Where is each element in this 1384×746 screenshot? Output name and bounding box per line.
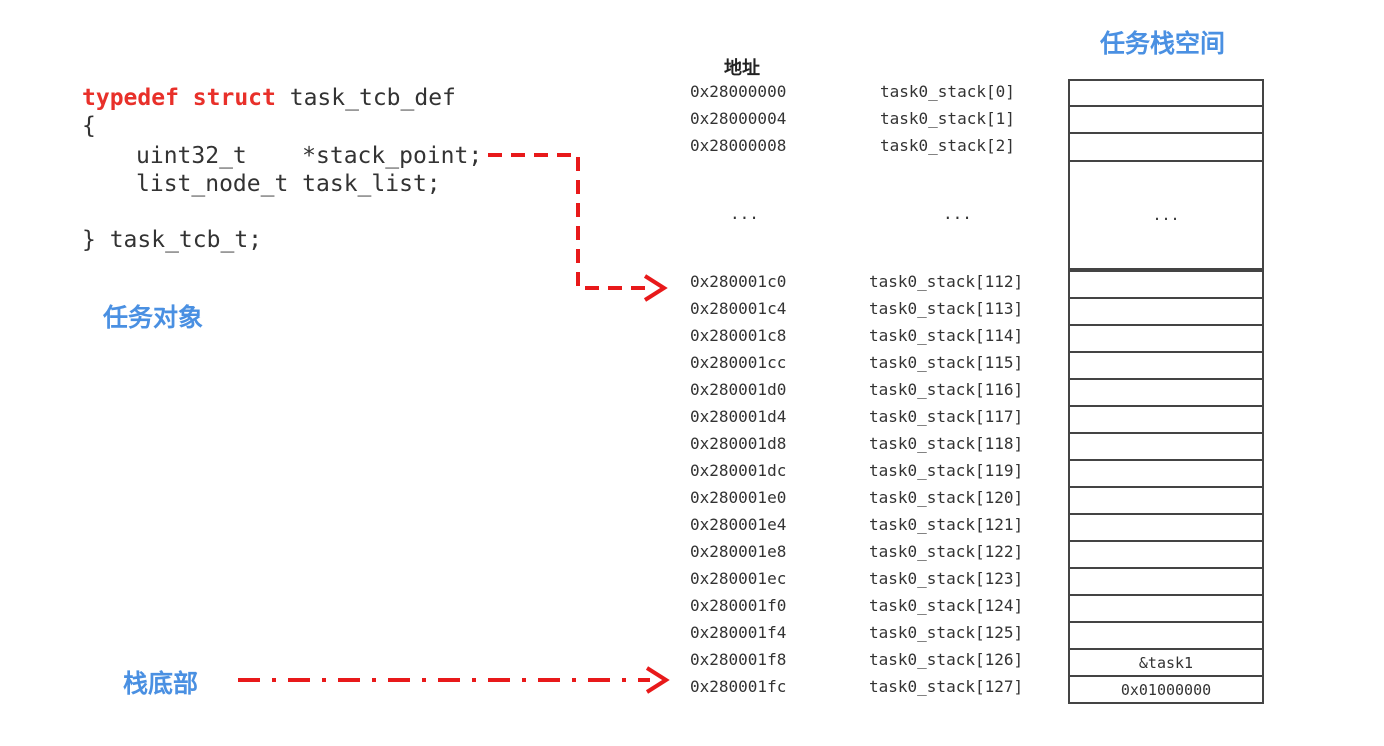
stack-bottom-label: 栈底部 [123, 669, 199, 698]
address-cell: 0x280001f4 [690, 623, 787, 642]
stack-name-cell: task0_stack[117] [869, 407, 1024, 426]
address-cell: 0x280001fc [690, 677, 787, 696]
stack-bottom-arrowhead [645, 666, 670, 694]
stack-name-cell: task0_stack[114] [869, 326, 1024, 345]
stack-name-cell: task0_stack[122] [869, 542, 1024, 561]
address-cell: 0x280001e4 [690, 515, 787, 534]
stack-pointer-arrow-line [488, 153, 650, 290]
stack-cell-gap: ... [1068, 160, 1264, 270]
address-cell: 0x280001f0 [690, 596, 787, 615]
address-cell: 0x280001ec [690, 569, 787, 588]
address-cell: 0x280001e8 [690, 542, 787, 561]
address-cell: 0x280001d0 [690, 380, 787, 399]
stack-name-cell: task0_stack[113] [869, 299, 1024, 318]
address-cell: 0x280001c0 [690, 272, 787, 291]
stack-name-cell: task0_stack[123] [869, 569, 1024, 588]
stack-name-cell: task0_stack[1] [880, 109, 1015, 128]
ellipsis-name: ... [943, 204, 972, 223]
address-cell: 0x280001dc [690, 461, 787, 480]
stack-space-title: 任务栈空间 [1100, 29, 1226, 58]
ellipsis-address: ... [730, 204, 759, 223]
address-cell: 0x28000004 [690, 109, 787, 128]
stack-name-cell: task0_stack[124] [869, 596, 1024, 615]
stack-name-cell: task0_stack[121] [869, 515, 1024, 534]
field-task-list: list_node_t task_list; [136, 171, 441, 197]
stack-name-cell: task0_stack[119] [869, 461, 1024, 480]
address-cell: 0x28000000 [690, 82, 787, 101]
struct-name: task_tcb_def [289, 85, 456, 111]
address-cell: 0x280001e0 [690, 488, 787, 507]
stack-cell: 0x01000000 [1068, 675, 1264, 704]
stack-pointer-arrowhead [643, 274, 668, 302]
address-cell: 0x28000008 [690, 136, 787, 155]
stack-name-cell: task0_stack[112] [869, 272, 1024, 291]
address-cell: 0x280001cc [690, 353, 787, 372]
ellipsis-cell: ... [1152, 206, 1180, 224]
address-cell: 0x280001f8 [690, 650, 787, 669]
struct-close: } task_tcb_t; [82, 227, 263, 253]
typedef-keyword: typedef struct [82, 85, 276, 111]
address-cell: 0x280001c8 [690, 326, 787, 345]
stack-name-cell: task0_stack[2] [880, 136, 1015, 155]
field-stack-point: uint32_t *stack_point; [136, 143, 483, 169]
address-cell: 0x280001c4 [690, 299, 787, 318]
address-cell: 0x280001d4 [690, 407, 787, 426]
stack-name-cell: task0_stack[126] [869, 650, 1024, 669]
stack-name-cell: task0_stack[116] [869, 380, 1024, 399]
task-object-label: 任务对象 [103, 303, 204, 332]
stack-value: &task1 [1138, 653, 1194, 672]
stack-name-cell: task0_stack[127] [869, 677, 1024, 696]
stack-name-cell: task0_stack[120] [869, 488, 1024, 507]
stack-name-cell: task0_stack[0] [880, 82, 1015, 101]
struct-line-1: typedef struct task_tcb_def [82, 84, 456, 112]
stack-name-cell: task0_stack[115] [869, 353, 1024, 372]
stack-name-cell: task0_stack[125] [869, 623, 1024, 642]
address-header: 地址 [724, 58, 760, 79]
open-brace: { [82, 113, 96, 139]
stack-value: 0x01000000 [1120, 680, 1212, 699]
address-cell: 0x280001d8 [690, 434, 787, 453]
stack-name-cell: task0_stack[118] [869, 434, 1024, 453]
